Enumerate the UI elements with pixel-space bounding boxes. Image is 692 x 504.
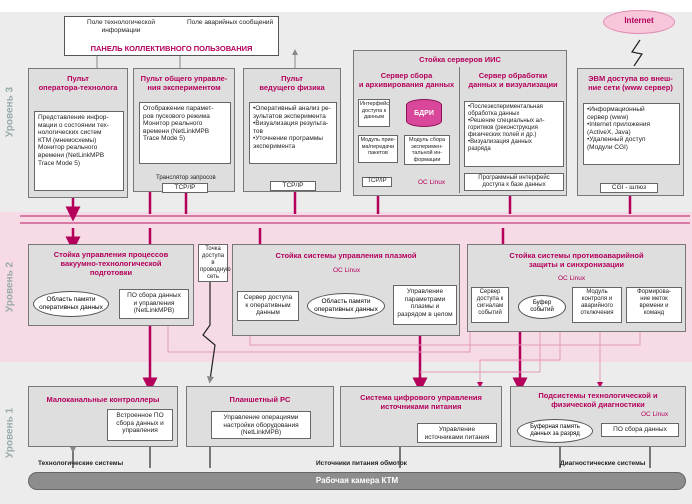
tablet-pc: Планшетный PC Управление операциями наст… <box>186 386 334 447</box>
power-control-system: Система цифрового управления источниками… <box>340 386 502 447</box>
power-sources-label: Источники питания обмоток <box>316 460 407 467</box>
panel-field-tech: Поле технологической информации <box>87 19 155 34</box>
processing-server-text: •Послеэкспериментальная обработка данных… <box>464 101 564 167</box>
tablet-text: Управление операциями настройки оборудов… <box>211 411 311 439</box>
bdri-database-icon <box>406 99 442 127</box>
emergency-control-module: Модуль контроля и аварийного отключения <box>572 287 622 323</box>
request-translator: Транслятор запросов <box>156 175 216 181</box>
ias-server-rack: Стойка серверов ИИС Сервер сбора и архив… <box>353 50 567 196</box>
power-text: Управление источниками питания <box>417 423 497 443</box>
operator-console: Пульт оператора-технолога Представление … <box>28 68 128 198</box>
experiment-console: Пульт общего управле- ния экспериментом … <box>133 68 235 193</box>
diagnostics-subsystems: Подсистемы технологической и физической … <box>510 386 686 447</box>
vacuum-rack-title: Стойка управления процессов вакуумно-тех… <box>53 250 169 277</box>
protection-os-linux: ОС Linux <box>558 275 586 282</box>
collect-server-title: Сервер сбора и архивирования данных <box>358 71 455 89</box>
bdri-label: БДРИ <box>414 110 434 117</box>
panel-title: ПАНЕЛЬ КОЛЛЕКТИВНОГО ПОЛЬЗОВАНИЯ <box>90 44 253 53</box>
working-chamber-label: Рабочая камера КТМ <box>315 476 399 485</box>
vacuum-po: ПО сбора данных и управления (NetLinkMPB… <box>119 289 189 319</box>
diagnostics-title: Подсистемы технологической и физической … <box>538 391 658 409</box>
plasma-control-rack: Стойка системы управления плазмой ОС Lin… <box>232 244 460 336</box>
plasma-os-linux: ОС Linux <box>333 267 361 274</box>
physicist-console-text: •Оперативный анализ ре- зультатов экспер… <box>249 102 337 164</box>
ias-os-linux: ОС Linux <box>418 179 446 186</box>
physicist-tcp-ip: TCP/IP <box>270 181 316 191</box>
packet-module: Модуль прие- ма/передачи пакетов <box>358 135 398 163</box>
events-access-server: Сервер доступа к сигналам событий <box>471 287 509 323</box>
wireless-access-point: Точка доступа в проводную сеть <box>198 244 231 282</box>
web-server-text: •Информационный сервер (www) •Internet п… <box>583 103 680 165</box>
events-buffer: Буфер событий <box>518 295 566 319</box>
tablet-title: Планшетный PC <box>229 395 291 404</box>
low-channel-controllers: Малоканальные контроллеры Встроенное ПО … <box>28 386 178 447</box>
protection-rack-title: Стойка системы противоаварийной защиты и… <box>509 251 644 269</box>
physicist-console-title: Пульт ведущего физика <box>259 74 325 92</box>
cgi-gateway: CGI - шлюз <box>600 183 658 193</box>
diagnostics-buffer: Буферная память данных за разряд <box>517 419 593 443</box>
controllers-title: Малоканальные контроллеры <box>46 395 160 404</box>
diagnostics-os-linux: ОС Linux <box>641 411 669 418</box>
plasma-access-server: Сервер доступа к оперативным данным <box>237 291 299 321</box>
internet-label: Internet <box>624 16 654 25</box>
plasma-parameter-control: Управление параметрами плазмы и разрядом… <box>393 285 457 325</box>
db-api: Программный интерфейс доступа к базе дан… <box>464 173 564 191</box>
plasma-memory: Область памяти оперативных данных <box>307 293 385 319</box>
diagnostic-systems-label: Диагностические системы <box>560 460 646 467</box>
internet-cloud <box>603 10 675 34</box>
experiment-tcp-ip: TCP/IP <box>162 183 208 193</box>
panel-field-alarm: Поле аварийных сообщений <box>187 19 274 26</box>
plasma-rack-title: Стойка системы управления плазмой <box>275 251 417 260</box>
collective-panel: Поле технологической информации Поле ава… <box>64 16 279 56</box>
web-server-title: ЭВМ доступа во внеш- ние сети (www серве… <box>588 74 673 92</box>
diagnostics-po: ПО сбора данных <box>601 423 679 437</box>
timestamp-module: Формирова- ние меток времени и команд <box>626 287 682 323</box>
tech-systems-label: Технологические системы <box>38 460 124 467</box>
ias-tcp-ip: TCP/IP <box>362 177 392 187</box>
data-access-interface: Интерфейс доступа к данным <box>358 99 390 127</box>
power-title: Система цифрового управления источниками… <box>360 393 482 411</box>
experiment-console-text: Отображение парамет- ров пускового режим… <box>139 102 231 164</box>
vacuum-memory: Область памяти оперативных данных <box>33 291 109 317</box>
physicist-console: Пульт ведущего физика •Оперативный анали… <box>243 68 341 192</box>
controllers-text: Встроенное ПО сбора данных и управления <box>107 409 173 441</box>
protection-rack: Стойка системы противоаварийной защиты и… <box>467 244 686 332</box>
operator-console-text: Представление инфор- мации о состоянии т… <box>34 111 124 191</box>
processing-server-title: Сервер обработки данных и визуализации <box>468 71 558 89</box>
ias-rack-title: Стойка серверов ИИС <box>419 55 501 64</box>
experiment-console-title: Пульт общего управле- ния экспериментом <box>140 74 228 92</box>
collect-module: Модуль сбора эксперимен- тальной ин- фор… <box>404 135 450 165</box>
web-server: ЭВМ доступа во внеш- ние сети (www серве… <box>577 68 684 196</box>
working-chamber <box>28 472 686 490</box>
vacuum-control-rack: Стойка управления процессов вакуумно-тех… <box>28 244 194 326</box>
operator-console-title: Пульт оператора-технолога <box>38 74 118 92</box>
